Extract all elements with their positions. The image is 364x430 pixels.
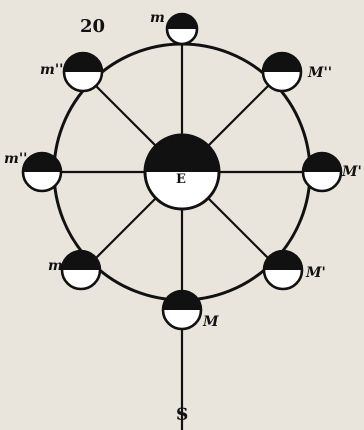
moon-right [303, 153, 341, 191]
moon-bottom [163, 291, 201, 329]
figure-number: 20 [80, 16, 105, 37]
moon-label-left: m'' [4, 151, 27, 167]
earth-label: E [176, 172, 186, 187]
radial-lines [54, 44, 310, 430]
moon-upper-left [64, 53, 102, 91]
moon-label-upper-left: m''' [40, 62, 68, 78]
moon-top [167, 14, 197, 44]
moon-left [23, 153, 61, 191]
moon-label-bottom: M [202, 314, 219, 330]
moon-label-lower-right: M' [305, 265, 326, 281]
moon-label-upper-right: M'' [307, 65, 332, 81]
moon-lower-right [264, 251, 302, 289]
moon-label-right: M' [341, 164, 362, 180]
moon-upper-right [263, 53, 301, 91]
moon-label-top: m [150, 10, 165, 26]
sun-direction-label: S [176, 405, 188, 425]
moon-lower-left [62, 251, 100, 289]
moon-label-lower-left: m' [48, 258, 67, 274]
